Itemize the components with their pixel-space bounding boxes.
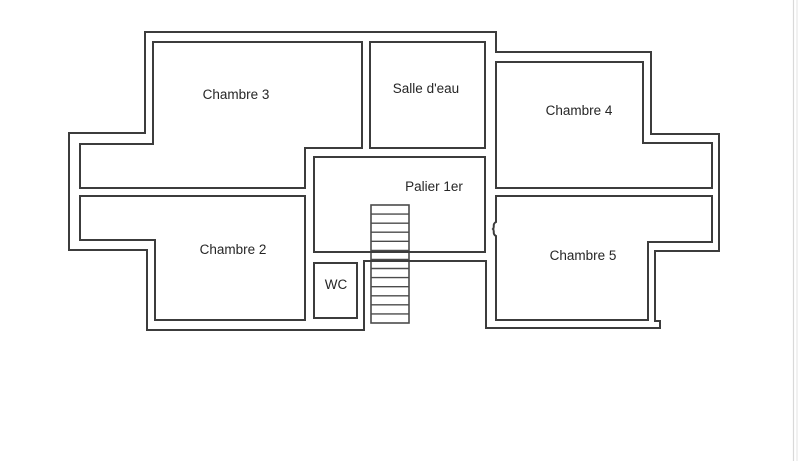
room-palier-walls [313,156,486,253]
room-chambre4-walls [495,61,713,189]
building-outer-wall [68,31,720,331]
room-label-chambre5: Chambre 5 [550,248,617,263]
staircase [370,204,410,324]
room-label-chambre4: Chambre 4 [546,103,613,118]
room-label-salle-deau: Salle d'eau [393,81,459,96]
room-labels: Chambre 3 Salle d'eau Chambre 4 Palier 1… [200,81,617,292]
room-salle-deau-walls [369,41,486,149]
room-label-chambre3: Chambre 3 [203,87,270,102]
room-label-palier: Palier 1er [405,179,463,194]
room-label-wc: WC [325,277,348,292]
staircase-outline [370,204,410,324]
room-chambre5-walls [491,195,713,321]
room-wc-walls [313,262,358,319]
walls [68,31,720,331]
room-chambre3-walls [79,41,363,189]
staircase-treads [371,213,409,315]
page-edge-line [792,0,798,461]
room-label-chambre2: Chambre 2 [200,242,267,257]
room-chambre2-walls [79,195,306,321]
